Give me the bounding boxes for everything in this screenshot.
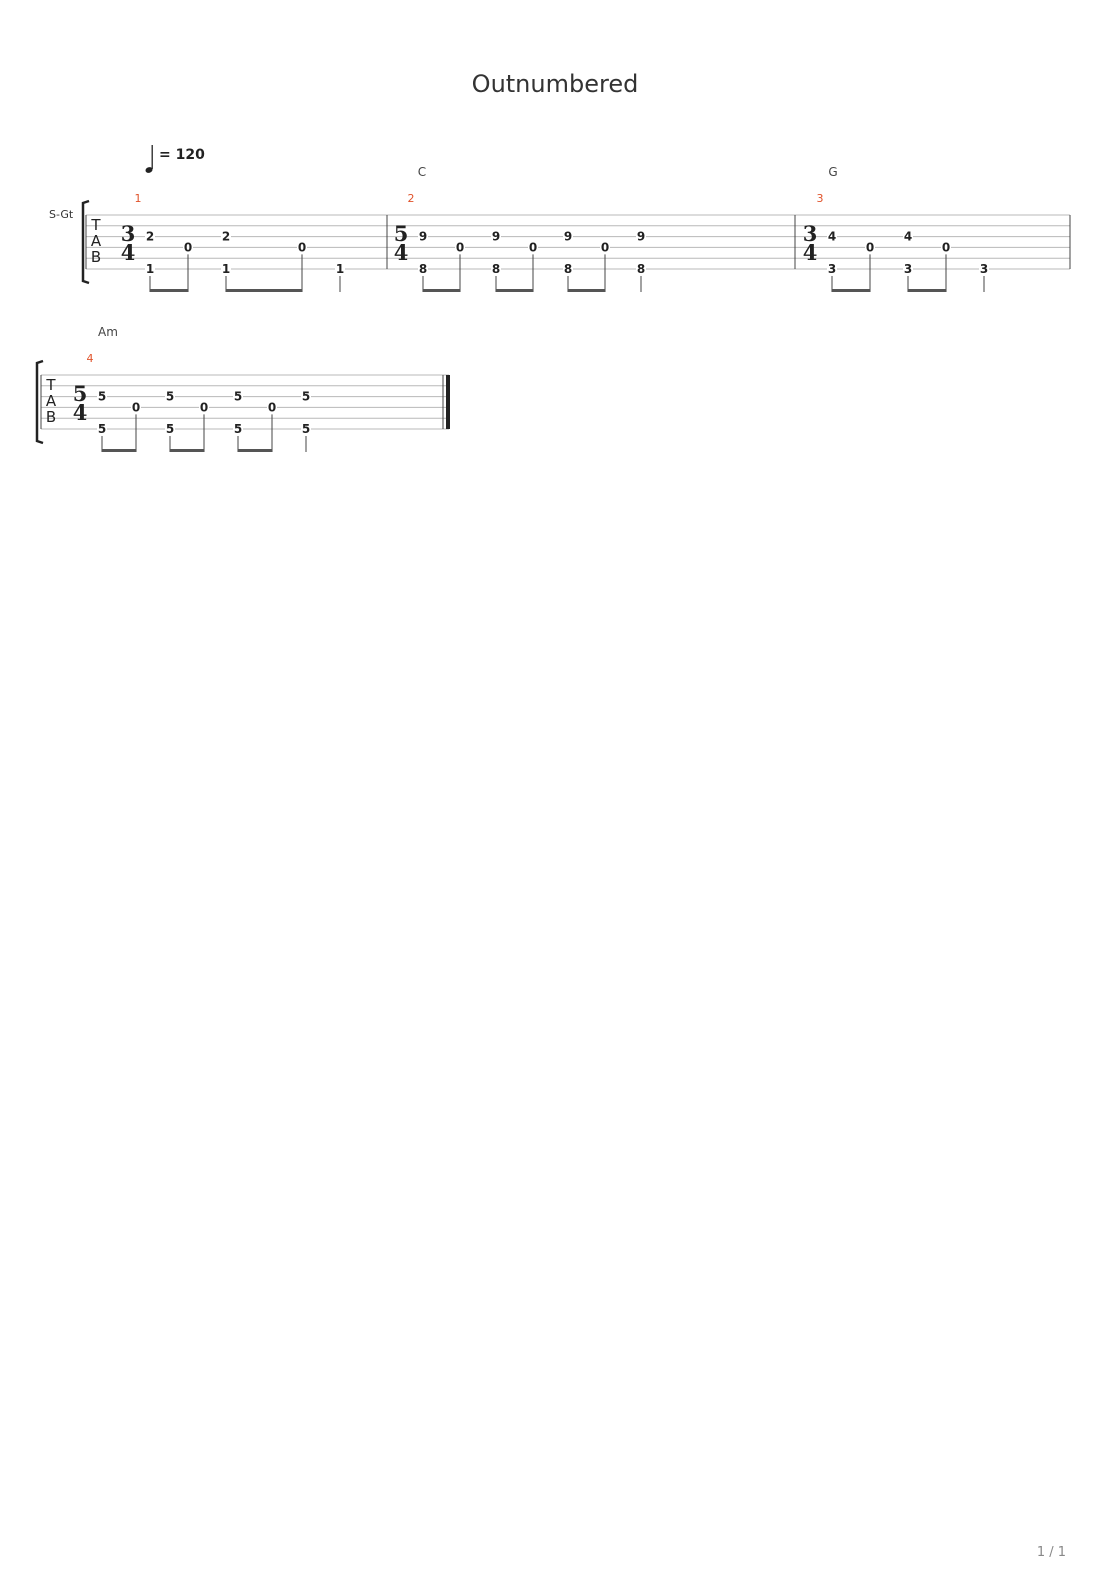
final-barline-thick bbox=[446, 375, 450, 429]
fret-number: 0 bbox=[601, 240, 609, 254]
tab-clef-letter: T bbox=[90, 216, 101, 234]
tab-clef-letter: T bbox=[45, 376, 56, 394]
fret-number: 5 bbox=[234, 422, 242, 436]
fret-number: 0 bbox=[200, 400, 208, 414]
fret-number: 8 bbox=[564, 262, 572, 276]
fret-number: 1 bbox=[146, 262, 154, 276]
time-signature-bottom: 4 bbox=[394, 240, 409, 265]
fret-number: 8 bbox=[419, 262, 427, 276]
beam bbox=[423, 289, 460, 292]
beam bbox=[496, 289, 533, 292]
fret-number: 0 bbox=[268, 400, 276, 414]
fret-number: 8 bbox=[637, 262, 645, 276]
fret-number: 3 bbox=[980, 262, 988, 276]
fret-number: 5 bbox=[98, 422, 106, 436]
page-number: 1 / 1 bbox=[1036, 1545, 1066, 1560]
fret-number: 0 bbox=[132, 400, 140, 414]
tempo-value: = 120 bbox=[159, 147, 205, 163]
beam bbox=[832, 289, 870, 292]
time-signature-bottom: 4 bbox=[73, 400, 88, 425]
fret-number: 2 bbox=[146, 230, 154, 244]
fret-number: 1 bbox=[336, 262, 344, 276]
fret-number: 9 bbox=[492, 230, 500, 244]
quarter-note-icon bbox=[145, 167, 153, 173]
fret-number: 1 bbox=[222, 262, 230, 276]
chord-name: G bbox=[828, 165, 837, 179]
fret-number: 3 bbox=[904, 262, 912, 276]
fret-number: 5 bbox=[302, 390, 310, 404]
time-signature-top: 3 bbox=[121, 221, 136, 246]
beam bbox=[150, 289, 188, 292]
fret-number: 4 bbox=[828, 230, 836, 244]
fret-number: 5 bbox=[302, 422, 310, 436]
fret-number: 0 bbox=[942, 240, 950, 254]
fret-number: 0 bbox=[298, 240, 306, 254]
tab-clef-letter: B bbox=[46, 408, 56, 426]
fret-number: 9 bbox=[419, 230, 427, 244]
fret-number: 0 bbox=[866, 240, 874, 254]
measure-number: 4 bbox=[87, 352, 94, 365]
time-signature-top: 5 bbox=[73, 381, 88, 406]
fret-number: 9 bbox=[637, 230, 645, 244]
time-signature-bottom: 4 bbox=[121, 240, 136, 265]
beam bbox=[568, 289, 605, 292]
track-name: S-Gt bbox=[49, 208, 74, 221]
tempo-marking: = 120 bbox=[145, 145, 205, 173]
measure-number: 2 bbox=[408, 192, 415, 205]
time-signature-bottom: 4 bbox=[803, 240, 818, 265]
fret-number: 4 bbox=[904, 230, 912, 244]
fret-number: 3 bbox=[828, 262, 836, 276]
beam bbox=[226, 289, 302, 292]
measure-number: 3 bbox=[817, 192, 824, 205]
fret-number: 0 bbox=[184, 240, 192, 254]
fret-number: 5 bbox=[166, 422, 174, 436]
beam bbox=[908, 289, 946, 292]
tab-clef-letter: A bbox=[91, 232, 102, 250]
fret-number: 2 bbox=[222, 230, 230, 244]
beam bbox=[238, 449, 272, 452]
fret-number: 0 bbox=[529, 240, 537, 254]
fret-number: 5 bbox=[234, 390, 242, 404]
time-signature-top: 3 bbox=[803, 221, 818, 246]
measure-number: 1 bbox=[135, 192, 142, 205]
song-title: Outnumbered bbox=[471, 70, 639, 98]
fret-number: 5 bbox=[166, 390, 174, 404]
system-bracket bbox=[81, 199, 90, 285]
beam bbox=[170, 449, 204, 452]
beam bbox=[102, 449, 136, 452]
time-signature-top: 5 bbox=[394, 221, 409, 246]
fret-number: 8 bbox=[492, 262, 500, 276]
fret-number: 5 bbox=[98, 390, 106, 404]
fret-number: 0 bbox=[456, 240, 464, 254]
chord-name: C bbox=[418, 165, 426, 179]
chord-name: Am bbox=[98, 325, 118, 339]
tab-clef-letter: B bbox=[91, 248, 101, 266]
tab-clef-letter: A bbox=[46, 392, 57, 410]
system-bracket bbox=[35, 359, 44, 445]
fret-number: 9 bbox=[564, 230, 572, 244]
